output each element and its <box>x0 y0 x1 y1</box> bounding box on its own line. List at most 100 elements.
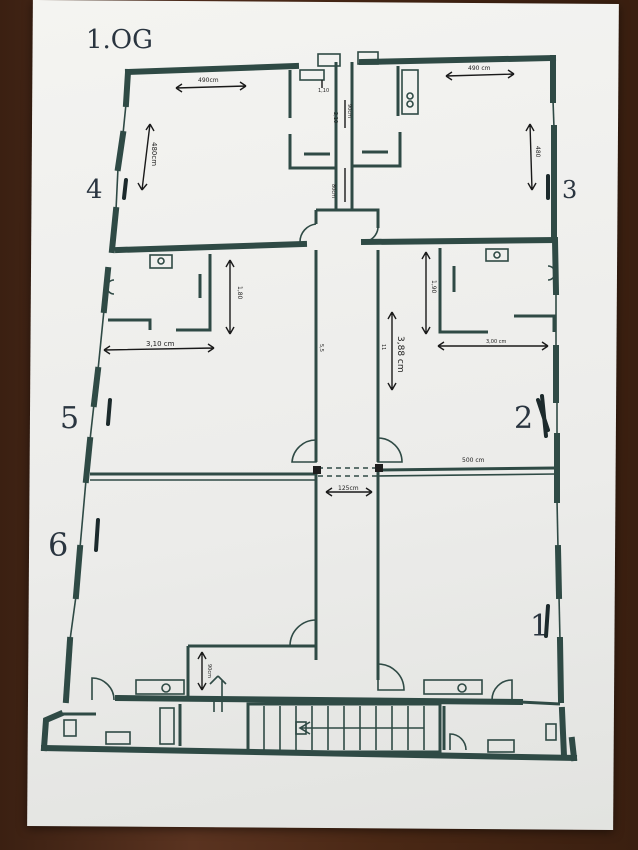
right-wall-seg-7 <box>556 636 565 704</box>
column-right <box>375 464 383 472</box>
label-bath-right-width: 3,00 cm <box>486 339 506 345</box>
label-stair: 90cm <box>206 664 212 678</box>
right-wall-seg-6 <box>554 544 563 600</box>
window-left-4 <box>89 403 95 441</box>
door-bottom-closet <box>449 733 467 751</box>
label-corridor-right: 11 <box>380 344 386 350</box>
wc-mid-left-wall <box>288 134 336 170</box>
bottom-right-corner <box>568 736 578 762</box>
dim-corridor-width <box>325 487 373 497</box>
dim-shaft-marks <box>321 80 346 202</box>
stove-right <box>457 683 467 693</box>
pen-mark-room2 <box>536 394 550 438</box>
dim-bath-left-width <box>103 343 215 355</box>
door-vestibule-left <box>299 223 317 243</box>
bath-left-partition-right <box>176 254 212 332</box>
storage-box <box>159 707 175 745</box>
dim-room4-depth <box>137 123 155 191</box>
label-corridor-left: 5,5 <box>318 344 324 352</box>
window-right-1 <box>552 99 555 129</box>
label-bath-left-width: 3,10 cm <box>146 340 175 348</box>
interior-walls <box>60 51 561 754</box>
label-room3-width: 490 cm <box>468 65 491 72</box>
left-wall-seg-7 <box>72 544 84 600</box>
room-number-5: 5 <box>60 401 79 436</box>
door-corridor-right <box>377 437 403 463</box>
kitchenette-knob-1 <box>406 92 414 100</box>
left-wall-seg-1 <box>122 68 132 108</box>
window-left-5 <box>79 479 87 549</box>
dim-room3-depth <box>525 123 537 191</box>
top-wall-left <box>124 62 300 76</box>
vestibule-wall <box>316 208 380 228</box>
outer-walls <box>40 54 578 762</box>
sink-left-bath-drain <box>157 257 165 265</box>
dim-room4-width <box>175 81 247 93</box>
wc-mid-right-wall <box>352 132 402 168</box>
wall-room2-room1-inner <box>377 473 557 477</box>
pen-mark-room4 <box>122 178 128 200</box>
label-room2-width: 500 cm <box>462 457 485 464</box>
window-left-1 <box>122 103 127 135</box>
window-left-6 <box>69 595 77 641</box>
stair-up-arrow <box>209 675 227 712</box>
dimension-lines <box>103 69 549 691</box>
bath-right-partition-left <box>438 248 488 334</box>
left-wall-seg-5 <box>90 366 102 408</box>
bath-left-partition-left <box>108 318 152 330</box>
dim-bath-right-width <box>437 341 549 351</box>
shaft-cap-right <box>357 51 379 65</box>
bottom-left-corner <box>40 710 64 752</box>
window-left-2 <box>115 167 119 211</box>
left-wall-seg-3 <box>108 206 120 254</box>
left-wall-seg-6 <box>82 436 94 484</box>
pen-mark-room6 <box>94 518 100 552</box>
label-corridor-width: 125cm <box>338 485 359 492</box>
door-bottom-left <box>91 677 115 701</box>
dim-bath-left-depth <box>225 259 235 335</box>
top-wall-right <box>358 54 557 66</box>
sink-left-bath <box>149 254 173 269</box>
room-number-3: 3 <box>562 176 577 204</box>
toilet-right <box>547 265 556 281</box>
sink-right-bath-drain <box>493 251 501 259</box>
stove-left <box>161 683 171 693</box>
toilet-left <box>106 279 115 295</box>
stair-enclosure <box>246 702 442 754</box>
stair-direction-arrow <box>298 721 424 735</box>
label-wc-1: 1,10 <box>318 88 329 94</box>
room-number-6: 6 <box>48 526 68 564</box>
wall-room4-bath <box>114 240 308 254</box>
label-room3-depth: 480 <box>534 146 541 158</box>
doors <box>91 223 513 751</box>
door-bottom-right <box>491 679 513 701</box>
door-room1 <box>377 663 405 691</box>
left-wall-seg-8 <box>62 636 74 704</box>
wall-room3-bath <box>360 236 558 246</box>
door-vestibule-right <box>363 227 379 243</box>
pen-mark-room5 <box>106 398 112 426</box>
kitchenette-knob-2 <box>406 100 414 108</box>
wall-room2-room1 <box>377 466 557 472</box>
label-wc-3: 90cm <box>346 104 352 118</box>
dim-stair <box>197 651 207 691</box>
label-wc-2: 2,10 <box>332 112 338 123</box>
label-corridor-length: 3,88 cm <box>395 336 405 373</box>
fixture-bottom-left <box>63 719 77 737</box>
fixture-bottom-right <box>545 723 557 741</box>
door-room6 <box>289 619 317 647</box>
kitchen-counter-right <box>423 679 483 695</box>
sink-right-bath <box>485 248 509 262</box>
window-left-3 <box>97 309 105 371</box>
window-right-4 <box>556 499 559 549</box>
sink-bottom-right <box>487 739 515 753</box>
right-wall-seg-8 <box>558 706 568 760</box>
sink-bottom-left <box>105 731 131 745</box>
right-wall-seg-3 <box>551 236 560 296</box>
dim-bath-right-depth <box>421 251 431 335</box>
label-bath-left-depth: 1,80 <box>236 286 243 300</box>
pen-marks <box>94 174 550 638</box>
stair-newel <box>295 721 307 735</box>
room-number-2: 2 <box>514 401 533 436</box>
